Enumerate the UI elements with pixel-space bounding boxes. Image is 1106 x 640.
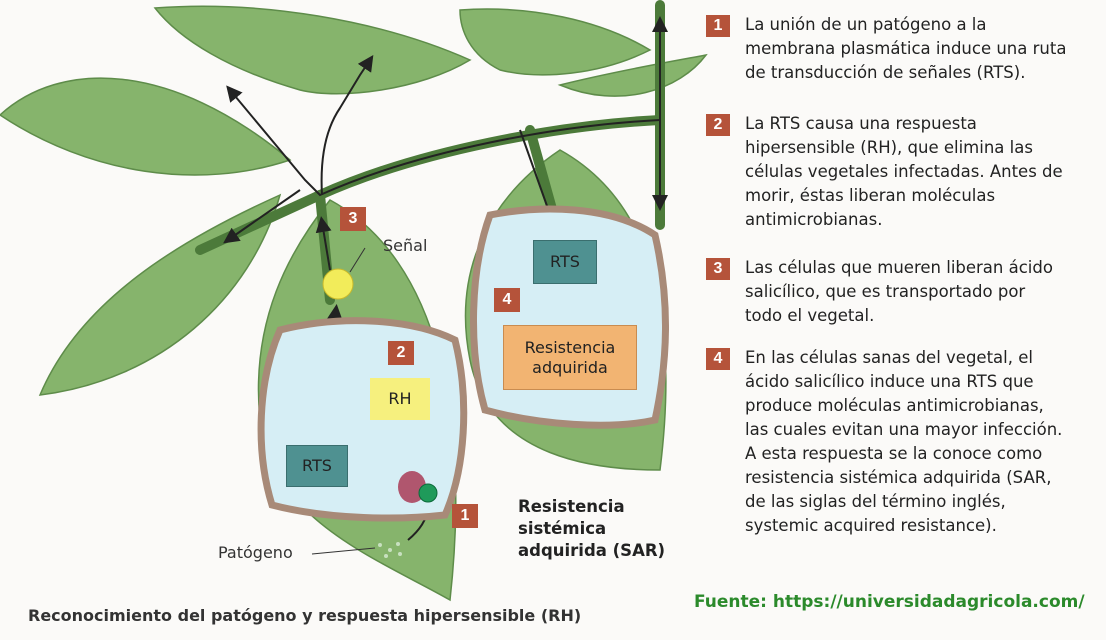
rts-box-infected: RTS: [286, 445, 348, 487]
pathogen-label: Patógeno: [218, 543, 293, 562]
step-badge: 3: [706, 258, 730, 280]
rh-box: RH: [370, 378, 430, 420]
diagram-badge-4: 4: [494, 288, 520, 312]
signal-molecule-icon: [322, 268, 354, 300]
step-badge: 4: [706, 348, 730, 370]
step-badge: 2: [706, 114, 730, 136]
rts-box-healthy: RTS: [533, 240, 597, 284]
step-text: En las células sanas del vegetal, el áci…: [745, 348, 1063, 535]
source-link[interactable]: Fuente: https://universidadagricola.com/: [694, 592, 1085, 612]
step-text: La RTS causa una respuesta hipersensible…: [745, 114, 1063, 229]
acquired-resistance-box: Resistencia adquirida: [503, 325, 637, 390]
pathogen-icon: [418, 483, 438, 503]
pathogen-particles: [378, 542, 402, 558]
step-text: La unión de un patógeno a la membrana pl…: [745, 15, 1067, 82]
diagram-badge-1: 1: [452, 504, 478, 528]
diagram-badge-2: 2: [388, 341, 414, 365]
sar-label: Resistencia sistémica adquirida (SAR): [518, 497, 666, 560]
diagram-badge-3: 3: [340, 207, 366, 231]
step-badge: 1: [706, 15, 730, 37]
figure-caption: Reconocimiento del patógeno y respuesta …: [28, 606, 582, 625]
step-text: Las células que mueren liberan ácido sal…: [745, 258, 1053, 325]
signal-label: Señal: [383, 236, 428, 255]
